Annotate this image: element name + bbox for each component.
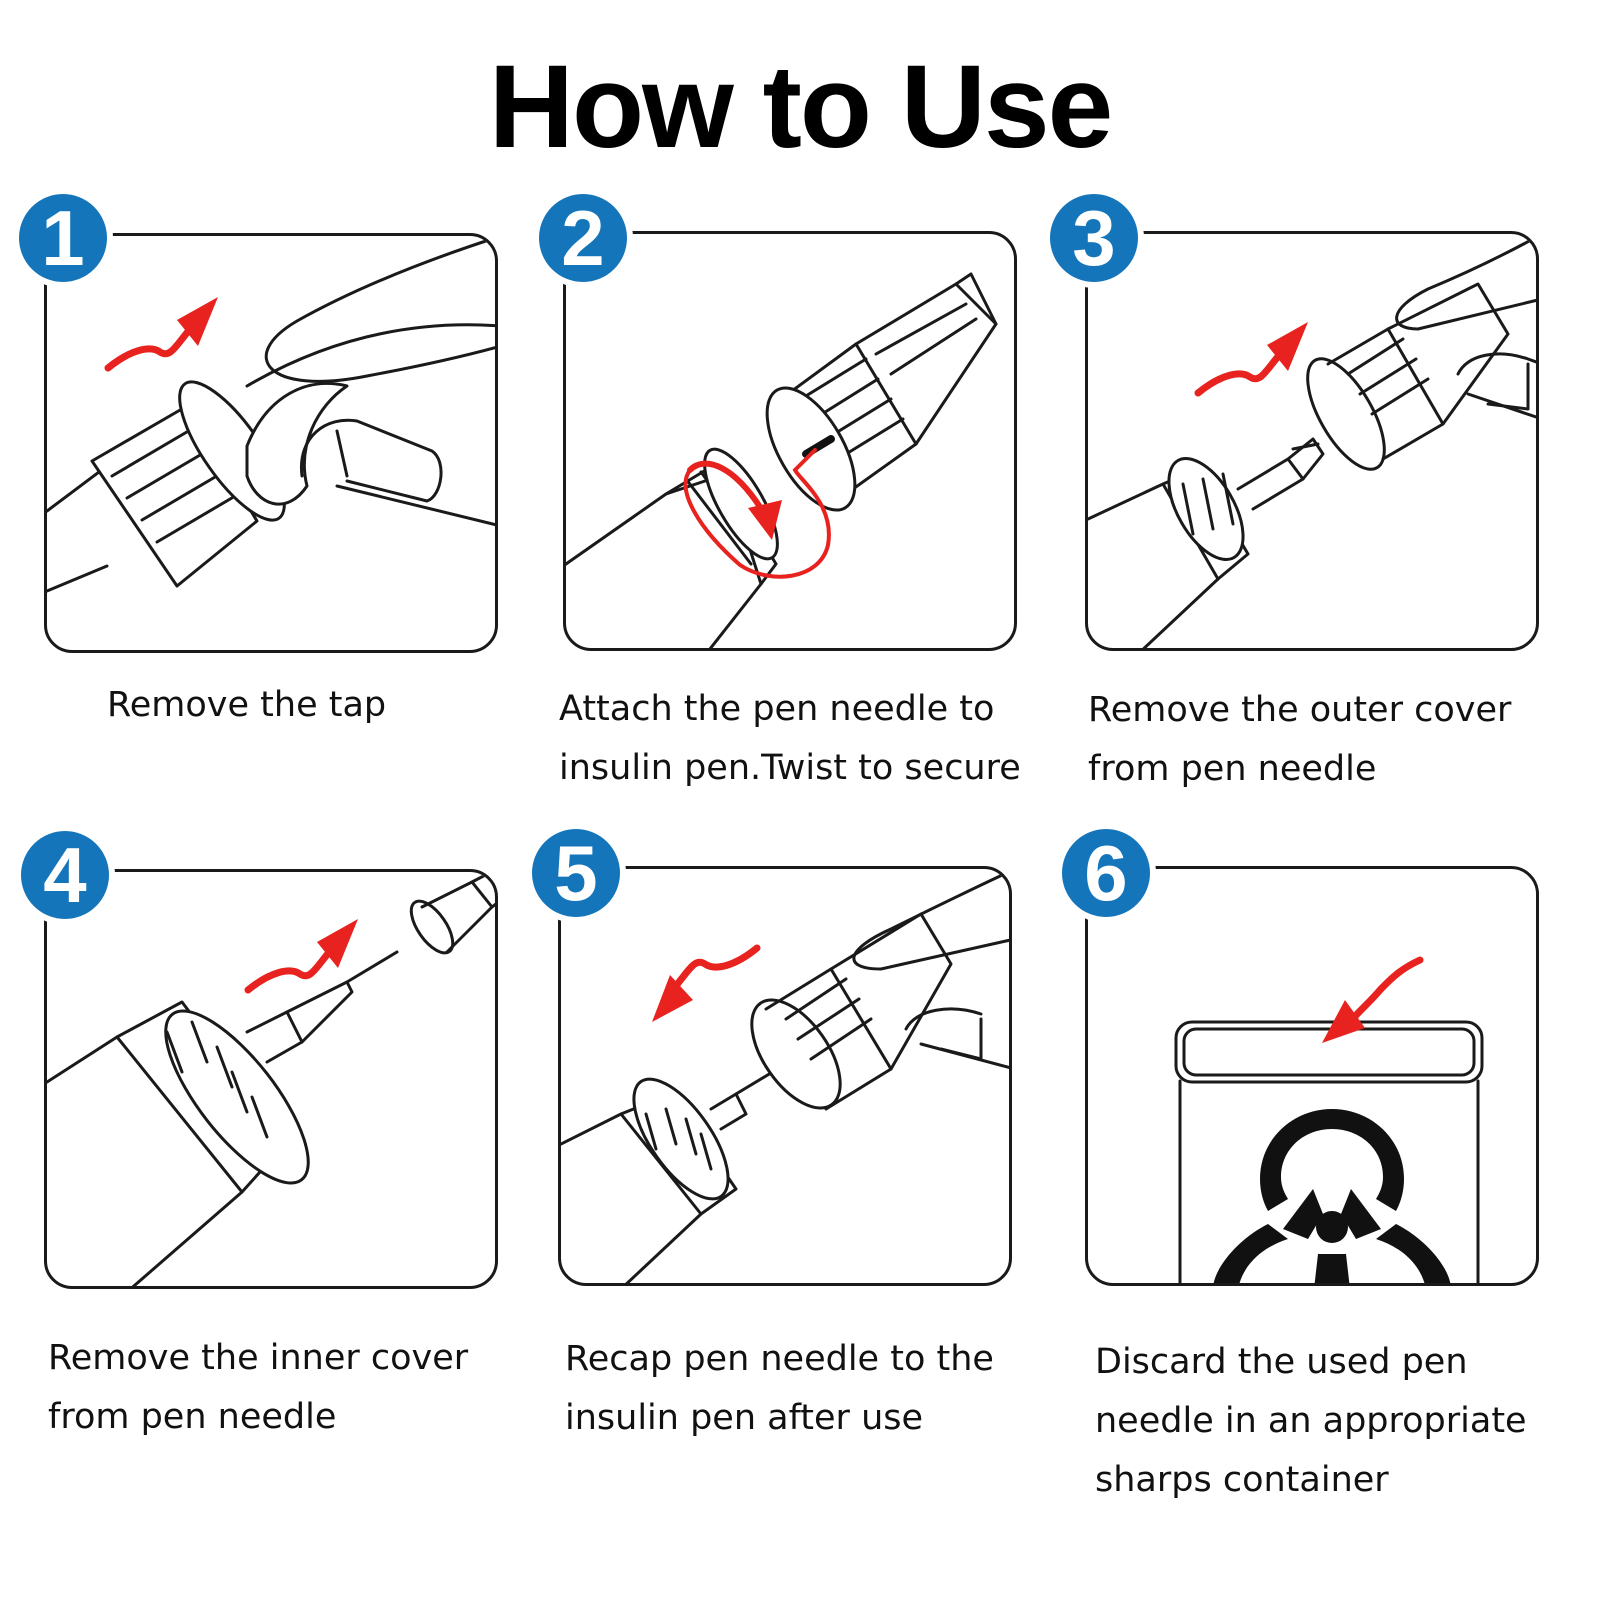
page-title: How to Use bbox=[488, 41, 1114, 173]
remove-cap-icon bbox=[47, 236, 495, 593]
attach-needle-icon bbox=[566, 272, 998, 648]
step-4-panel bbox=[44, 869, 498, 1289]
caption-line: needle in an appropriate bbox=[1095, 1401, 1527, 1441]
caption-line: Recap pen needle to the bbox=[565, 1339, 994, 1379]
step-5-caption: Recap pen needle to the insulin pen afte… bbox=[565, 1330, 994, 1448]
step-5-number-badge: 5 bbox=[526, 823, 626, 923]
step-2-panel bbox=[563, 231, 1017, 651]
caption-line: from pen needle bbox=[1088, 749, 1377, 789]
caption-line: Remove the inner cover bbox=[48, 1338, 469, 1378]
caption-line: from pen needle bbox=[48, 1397, 337, 1437]
step-6-number-badge: 6 bbox=[1056, 823, 1156, 923]
caption-line: insulin pen.Twist to secure bbox=[559, 748, 1021, 788]
step-1-number-badge: 1 bbox=[13, 188, 113, 288]
caption-line: Remove the outer cover bbox=[1088, 690, 1512, 730]
remove-inner-cover-icon bbox=[47, 872, 495, 1286]
step-3-caption: Remove the outer cover from pen needle bbox=[1088, 681, 1511, 799]
step-6-panel bbox=[1085, 866, 1539, 1286]
caption-line: insulin pen after use bbox=[565, 1398, 924, 1438]
step-4-number-badge: 4 bbox=[15, 825, 115, 925]
step-2-number-badge: 2 bbox=[533, 188, 633, 288]
step-1-caption: Remove the tap bbox=[107, 676, 386, 735]
caption-line: Discard the used pen bbox=[1095, 1342, 1468, 1382]
remove-outer-cover-icon bbox=[1088, 235, 1536, 648]
step-2-caption: Attach the pen needle to insulin pen.Twi… bbox=[559, 680, 1021, 798]
caption-line: Remove the tap bbox=[107, 685, 387, 725]
step-5-panel bbox=[558, 866, 1012, 1286]
caption-line: sharps container bbox=[1095, 1460, 1389, 1500]
biohazard-icon bbox=[1174, 1020, 1484, 1283]
step-3-panel bbox=[1085, 231, 1539, 651]
step-6-caption: Discard the used pen needle in an approp… bbox=[1095, 1333, 1527, 1510]
step-1-panel bbox=[44, 233, 498, 653]
step-3-number-badge: 3 bbox=[1044, 188, 1144, 288]
caption-line: Attach the pen needle to bbox=[559, 689, 995, 729]
recap-needle-icon bbox=[561, 870, 1009, 1283]
step-4-caption: Remove the inner cover from pen needle bbox=[48, 1329, 468, 1447]
